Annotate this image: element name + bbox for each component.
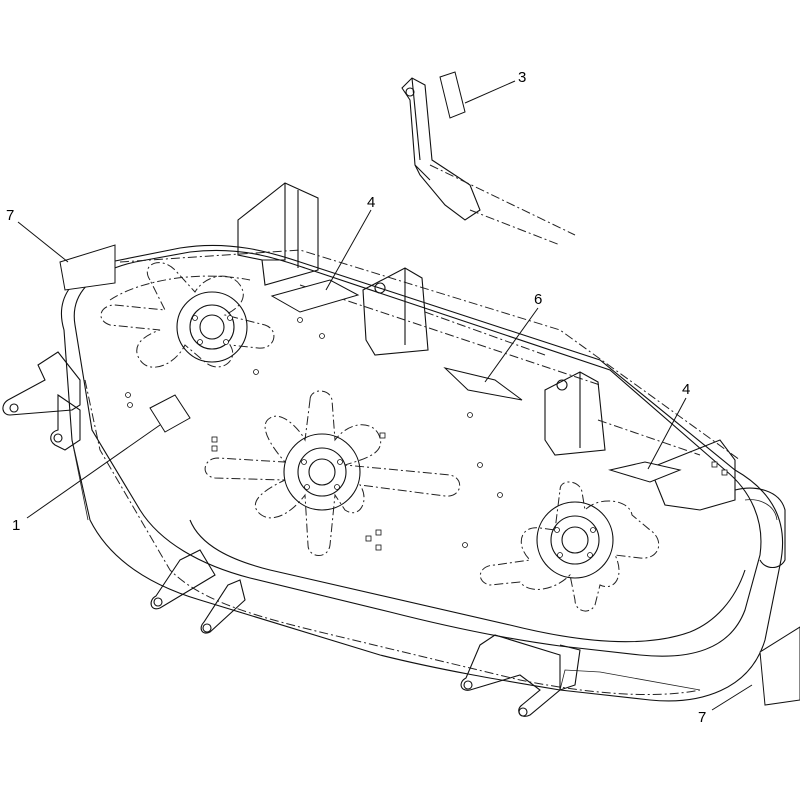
part-3-bracket: [401, 71, 576, 246]
decal-4-right: [608, 461, 682, 483]
callout-3: 3: [518, 69, 526, 86]
leader-lines: [17, 80, 753, 711]
callout-labels: 1 3 4 6 4 7 7: [6, 69, 706, 726]
callout-4-left: 4: [367, 194, 375, 211]
decal-part-3: [439, 71, 466, 119]
spindle-center: [204, 390, 460, 556]
mower-deck: [60, 244, 784, 702]
hanger-brackets: [2, 351, 581, 717]
deck-holes: [125, 317, 503, 551]
callout-7-left: 7: [6, 207, 14, 224]
discharge-chute: [734, 487, 786, 569]
decal-7-right: [759, 626, 800, 706]
decal-1: [149, 394, 191, 433]
decal-4-left: [270, 279, 360, 313]
callout-4-right: 4: [682, 381, 690, 398]
rear-brackets: [237, 182, 736, 511]
callout-7-right: 7: [698, 709, 706, 726]
decal-6: [443, 367, 523, 401]
spindle-left: [100, 262, 275, 368]
callout-6: 6: [534, 291, 542, 308]
decal-7-left: [59, 244, 116, 291]
callout-1: 1: [12, 517, 20, 534]
spindle-right: [480, 481, 660, 612]
decals: [59, 244, 800, 706]
